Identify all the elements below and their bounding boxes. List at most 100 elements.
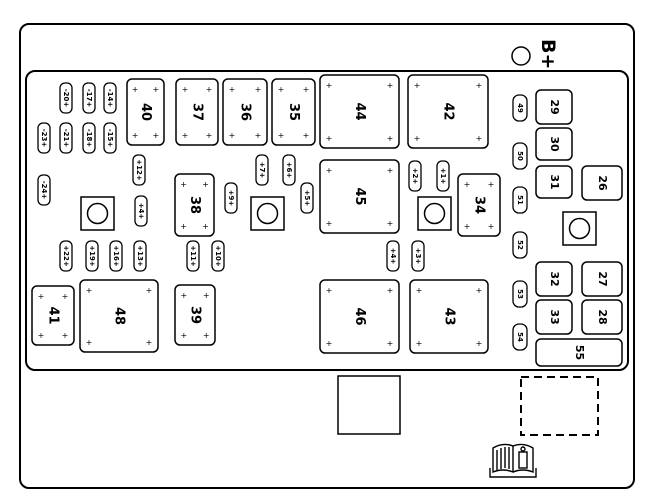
terminal-mark: + (303, 131, 310, 140)
terminal-mark: + (476, 134, 483, 143)
terminal-mark: + (255, 131, 262, 140)
fuse-5: +5+ (300, 182, 314, 214)
relay-34: 34++++ (457, 173, 501, 237)
maxi-fuse-label: 49 (516, 103, 524, 113)
relay-43: 43 + + + + (409, 279, 489, 354)
bolt-1 (80, 196, 115, 231)
bolt-2 (250, 196, 285, 231)
relay-label: 39 (188, 306, 203, 324)
fuse-label: +16+ (112, 245, 120, 267)
terminal-mark: + (182, 85, 189, 94)
fuse-18: -18+ (82, 122, 96, 154)
terminal-mark: + (38, 292, 45, 301)
bolt-3 (417, 196, 452, 231)
relay-label: 31 (548, 174, 561, 189)
relay-label: 27 (596, 271, 609, 286)
terminal-mark: + (326, 286, 333, 295)
relay-label: 55 (573, 345, 586, 360)
relay-label: 43 (442, 307, 457, 325)
fuse-label: +6+ (285, 162, 293, 179)
fuse-7: +7+ (255, 154, 269, 186)
fuse-panel (25, 70, 629, 371)
relay-label: 28 (596, 309, 609, 324)
terminal-mark: + (326, 339, 333, 348)
terminal-mark: + (476, 81, 483, 90)
terminal-mark: + (387, 339, 394, 348)
terminal-mark: + (387, 134, 394, 143)
relay-28: 28 (581, 299, 623, 335)
maxi-fuse-label: 52 (516, 240, 524, 250)
relay-48: 48++++ (79, 279, 159, 353)
relay-label: 48 (112, 307, 127, 325)
relay-label: 44 (352, 102, 367, 120)
fuse-label: +1+ (439, 168, 447, 185)
relay-40: 40++++ (126, 78, 165, 146)
maxi-fuse-49: 49 (512, 94, 528, 122)
terminal-mark: + (182, 131, 189, 140)
fuse-label: -21+ (62, 129, 70, 148)
fuse-label: +4+ (137, 203, 145, 220)
connector-block (337, 375, 401, 435)
maxi-fuse-52: 52 (512, 231, 528, 259)
terminal-mark: + (132, 85, 139, 94)
terminal-mark: + (488, 222, 495, 231)
fuse-11: +11+ (186, 240, 200, 272)
relay-label: 36 (238, 103, 253, 121)
terminal-mark: + (416, 286, 423, 295)
relay-27: 27 (581, 261, 623, 297)
fuse-label: +3+ (414, 248, 422, 265)
fuse-label: -20+ (62, 89, 70, 108)
fuse-23: -23+ (37, 122, 51, 154)
maxi-fuse-54: 54 (512, 323, 528, 351)
relay-label: 38 (187, 196, 202, 214)
relay-35: 35++++ (271, 78, 316, 146)
optional-slot (520, 376, 599, 436)
relay-label: 35 (286, 103, 301, 121)
terminal-mark: + (229, 85, 236, 94)
terminal-mark: + (38, 331, 45, 340)
terminal-mark: + (180, 291, 187, 300)
fuse-10: +10+ (211, 240, 225, 272)
relay-label: 40 (138, 103, 153, 121)
fuse-3: +3+ (411, 240, 425, 272)
fuse-label: +4+ (389, 248, 397, 265)
relay-label: 34 (472, 196, 487, 214)
fuse-label: -18+ (85, 129, 93, 148)
fuse-label: -17+ (85, 89, 93, 108)
terminal-mark: + (416, 339, 423, 348)
fuse-box-outer (19, 23, 635, 489)
terminal-mark: + (62, 292, 69, 301)
terminal-mark: + (132, 131, 139, 140)
terminal-mark: + (206, 85, 213, 94)
relay-44: 44++++ (319, 74, 400, 149)
maxi-fuse-53: 53 (512, 280, 528, 308)
relay-45: 45++++ (319, 159, 400, 234)
terminal-mark: + (202, 222, 209, 231)
fuse-label: -23+ (40, 129, 48, 148)
fuse-label: +12+ (135, 159, 143, 181)
terminal-mark: + (476, 339, 483, 348)
terminal-mark: + (303, 85, 310, 94)
fuse-label: -15+ (106, 129, 114, 148)
maxi-fuse-label: 53 (516, 289, 524, 299)
relay-label: 45 (352, 187, 367, 205)
maxi-fuse-label: 50 (516, 151, 524, 161)
terminal-mark: + (326, 219, 333, 228)
terminal-mark: + (146, 338, 153, 347)
fuse-12: +12+ (132, 154, 146, 186)
terminal-mark: + (62, 331, 69, 340)
fuse-16: +16+ (109, 240, 123, 272)
owners-manual-icon (489, 443, 537, 478)
fuse-label: +9+ (227, 190, 235, 207)
relay-label: 46 (352, 307, 367, 325)
maxi-fuse-label: 54 (516, 332, 524, 342)
relay-55: 55 (535, 338, 623, 367)
terminal-mark: + (387, 286, 394, 295)
terminal-mark: + (476, 286, 483, 295)
mini-fuses: -20+-17+-14+-23+-21+-18+-15+-24++12++4++… (37, 82, 450, 272)
relay-label: 30 (548, 136, 561, 152)
relay-30: 30 (535, 127, 573, 161)
relay-label: 33 (548, 309, 561, 324)
